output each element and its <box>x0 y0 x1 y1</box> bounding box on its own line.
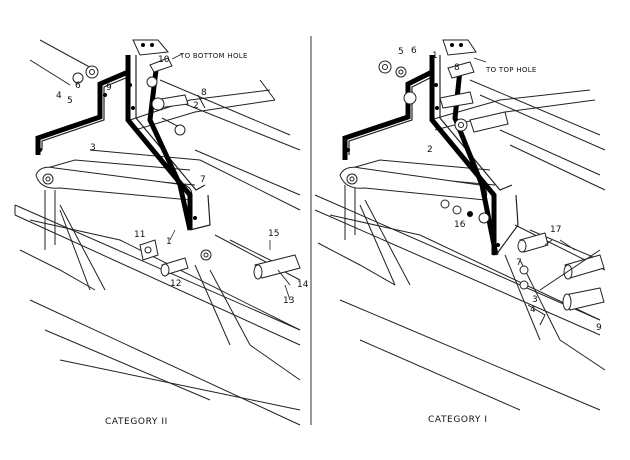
right-callout-6: 6 <box>411 46 417 56</box>
left-callout-1: 1 <box>166 237 172 247</box>
left-link-arm <box>35 166 193 201</box>
left-callout-14: 14 <box>297 280 309 290</box>
left-note: TO BOTTOM HOLE <box>179 52 248 60</box>
left-callout-7: 7 <box>200 175 206 185</box>
right-top-plate <box>442 39 477 56</box>
left-caption: CATEGORY II <box>105 417 168 427</box>
left-panel: 1 2 3 4 5 6 7 8 9 10 11 12 13 14 15 TO B… <box>14 39 309 427</box>
right-note: TO TOP HOLE <box>485 66 537 74</box>
left-callout-12: 12 <box>170 279 181 289</box>
left-bracket-arm-2 <box>125 55 193 230</box>
right-callout-1: 1 <box>432 51 438 61</box>
left-callout-10: 10 <box>158 55 170 65</box>
left-callout-13: 13 <box>283 296 294 306</box>
right-bracket-arm-1-inner <box>348 76 433 155</box>
right-caption: CATEGORY I <box>428 415 488 425</box>
left-callout-3: 3 <box>90 143 96 153</box>
right-callout-17: 17 <box>550 225 561 235</box>
right-frame <box>314 79 606 411</box>
right-callout-9: 9 <box>596 323 602 333</box>
left-callout-9: 9 <box>106 83 112 93</box>
right-callout-3: 3 <box>532 295 538 305</box>
left-callout-8: 8 <box>201 88 207 98</box>
left-callout-5: 5 <box>67 96 73 106</box>
right-callout-4: 4 <box>530 305 536 315</box>
left-bracket-arm-1-inner <box>41 76 129 150</box>
left-bracket-arm-3 <box>147 69 193 231</box>
right-callout-8: 8 <box>454 63 460 73</box>
right-callout-5: 5 <box>398 47 404 57</box>
right-callouts: 1 2 3 4 5 6 7 8 9 16 17 <box>398 46 602 333</box>
left-callout-11: 11 <box>134 230 145 240</box>
right-hardware <box>378 60 605 326</box>
left-callout-2: 2 <box>193 101 199 111</box>
right-callout-2: 2 <box>427 145 433 155</box>
right-callout-7: 7 <box>516 258 522 268</box>
right-callout-16: 16 <box>454 220 466 230</box>
left-frame <box>14 39 301 426</box>
right-panel: 1 2 3 4 5 6 7 8 9 16 17 TO TOP HOLE CATE… <box>314 39 606 425</box>
left-callout-4: 4 <box>56 91 62 101</box>
left-callouts: 1 2 3 4 5 6 7 8 9 10 11 12 13 14 15 <box>56 53 309 306</box>
left-callout-6: 6 <box>75 81 81 91</box>
left-callout-15: 15 <box>268 229 279 239</box>
left-hardware <box>72 57 301 286</box>
right-bracket-arm-2 <box>429 55 497 255</box>
right-link-arm <box>339 166 488 201</box>
left-top-plate <box>132 39 169 56</box>
right-bracket-arm-1 <box>342 69 434 160</box>
left-bracket-arm-1 <box>35 69 129 155</box>
